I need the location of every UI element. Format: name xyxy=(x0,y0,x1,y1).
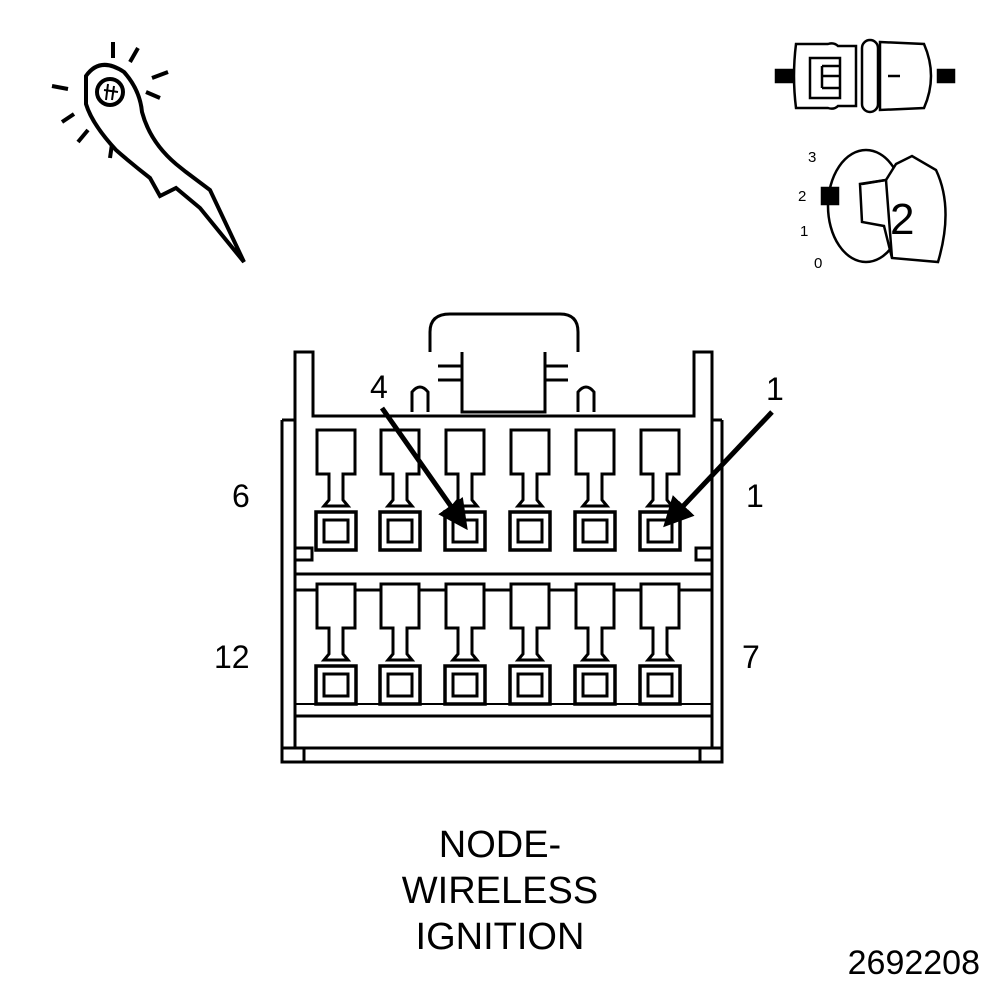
terminal-cavity-pin-2 xyxy=(573,428,617,552)
test-probe-icon xyxy=(51,42,246,264)
callout-arrow-4 xyxy=(379,406,468,531)
terminal-cavity-pin-10 xyxy=(443,582,487,706)
terminal-cavity-pin-4 xyxy=(443,428,487,552)
caption-line-1: NODE- xyxy=(438,824,562,866)
connector-disconnect-icon xyxy=(774,38,956,114)
pin-label-6: 6 xyxy=(232,478,250,514)
terminal-cavity-pin-5 xyxy=(378,428,422,552)
pin-label-7: 7 xyxy=(742,639,760,675)
key-position-0: 0 xyxy=(814,255,822,272)
caption-line-2: WIRELESS xyxy=(401,870,599,912)
key-number: 2 xyxy=(890,195,914,244)
terminal-cavity-pin-1 xyxy=(638,428,682,552)
key-position-3: 3 xyxy=(808,149,816,166)
pin-label-1: 1 xyxy=(746,478,764,514)
terminal-cavity-pin-11 xyxy=(378,582,422,706)
terminal-cavity-pin-6 xyxy=(314,428,358,552)
callout-label-1: 1 xyxy=(766,371,784,407)
figure-number: 2692208 xyxy=(847,944,980,982)
connector-face xyxy=(280,312,724,764)
ignition-key-icon: 3 2 1 0 2 xyxy=(798,148,947,272)
callout-arrows xyxy=(379,406,774,531)
terminal-cavities xyxy=(314,428,682,706)
key-position-2: 2 xyxy=(798,188,806,205)
connector-caption: NODE- WIRELESS IGNITION xyxy=(300,822,700,960)
pin-label-12: 12 xyxy=(214,639,250,675)
callout-label-4: 4 xyxy=(370,369,388,405)
caption-line-3: IGNITION xyxy=(415,916,585,958)
callout-arrow-1 xyxy=(663,410,774,528)
terminal-cavity-pin-12 xyxy=(314,582,358,706)
terminal-cavity-pin-8 xyxy=(573,582,617,706)
terminal-cavity-pin-9 xyxy=(508,582,552,706)
key-position-1: 1 xyxy=(800,223,808,240)
terminal-cavity-pin-7 xyxy=(638,582,682,706)
terminal-cavity-pin-3 xyxy=(508,428,552,552)
